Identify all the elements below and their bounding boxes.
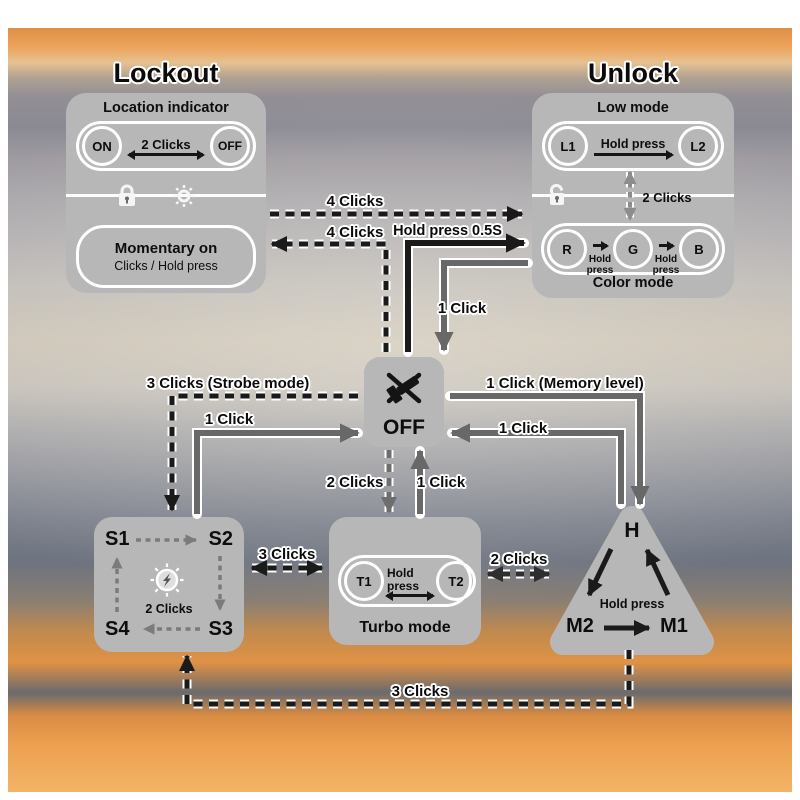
lockout-panel: Location indicator ON 2 Clicks OFF Momen…	[66, 93, 266, 293]
low-mode-pill: L1 Hold press L2	[542, 121, 724, 171]
label-memory-to-off: 1 Click	[498, 420, 548, 437]
label-off-to-memory-qualifier: (Memory level)	[538, 375, 644, 392]
momentary-subtitle: Clicks / Hold press	[114, 258, 218, 273]
state-s3-node: S3	[208, 618, 233, 640]
unlock-title: Unlock	[587, 58, 679, 88]
gb-transition: Hold press	[653, 226, 679, 276]
bidirectional-arrow	[129, 153, 203, 157]
label-lockout-to-unlock: 4 Clicks	[326, 193, 384, 210]
label-memory-to-strobe: 3 Clicks	[391, 683, 449, 700]
state-on-node: ON	[82, 126, 122, 166]
state-m2-node: M2	[566, 615, 594, 637]
momentary-pill: Momentary on Clicks / Hold press	[76, 225, 256, 288]
label-off-to-lockout: 4 Clicks	[326, 224, 384, 241]
label-off-to-low: Hold press 0.5S	[393, 223, 502, 239]
unlock-panel: Low mode L1 Hold press L2 2 Clicks R Hol…	[532, 93, 734, 298]
label-low-to-off: 1 Click	[437, 300, 487, 317]
state-t2-node: T2	[436, 561, 476, 601]
state-g-node: G	[613, 229, 653, 269]
low-mode-subtitle: Low mode	[597, 100, 669, 116]
strobe-panel: S1 S2 S3 S4 2 Clicks	[94, 517, 244, 652]
color-mode-pill: R Hold press G Hold press B	[541, 223, 725, 276]
state-off-node: OFF	[210, 126, 250, 166]
turbo-mode-label: Turbo mode	[359, 619, 451, 636]
state-s1-node: S1	[105, 528, 130, 550]
state-s4-node: S4	[105, 618, 130, 640]
unlock-divider	[532, 194, 734, 197]
label-off-to-strobe-qualifier: (Strobe mode)	[207, 375, 310, 392]
state-t1-node: T1	[344, 561, 384, 601]
label-off-to-strobe-clicks: 3 Clicks	[146, 375, 204, 392]
label-strobe-turbo: 3 Clicks	[258, 546, 316, 563]
bidirectional-arrow	[387, 594, 433, 598]
label-off-to-turbo: 2 Clicks	[326, 474, 384, 491]
turbo-panel: T1 Hold press T2 Turbo mode	[329, 517, 481, 645]
state-h-node: H	[624, 519, 640, 542]
lockout-onoff-pill: ON 2 Clicks OFF	[76, 121, 256, 171]
state-b-node: B	[679, 229, 719, 269]
turbo-action-label: Hold press	[387, 565, 420, 593]
state-l1-node: L1	[548, 126, 588, 166]
state-r-node: R	[547, 229, 587, 269]
gb-action-label: Hold press	[652, 254, 680, 276]
state-s2-node: S2	[208, 528, 233, 550]
right-arrow	[594, 153, 672, 157]
rg-action-label: Hold press	[586, 254, 614, 276]
label-off-to-memory-clicks: 1 Click	[486, 375, 535, 392]
lockout-subtitle: Location indicator	[103, 100, 229, 116]
lockout-divider	[66, 194, 266, 197]
lockout-toggle-label: 2 Clicks	[141, 136, 191, 152]
right-arrow	[659, 244, 673, 247]
low-action-label: Hold press	[600, 136, 666, 151]
state-m1-node: M1	[660, 615, 688, 637]
off-node: OFF	[364, 357, 444, 447]
mode-toggle-label: 2 Clicks	[642, 190, 692, 205]
label-off-to-memory: 1 Click (Memory level)	[450, 375, 680, 393]
off-label: OFF	[383, 416, 425, 439]
turbo-pill: T1 Hold press T2	[338, 555, 476, 607]
label-turbo-to-off: 1 Click	[416, 474, 466, 491]
rg-transition: Hold press	[587, 226, 613, 276]
right-arrow	[593, 244, 607, 247]
label-strobe-to-off: 1 Click	[204, 411, 254, 428]
lockout-title: Lockout	[113, 58, 219, 88]
label-turbo-memory: 2 Clicks	[490, 551, 548, 568]
strobe-cycle-label: 2 Clicks	[145, 602, 193, 616]
state-l2-node: L2	[678, 126, 718, 166]
momentary-title: Momentary on	[114, 239, 218, 257]
memory-action-label: Hold press	[599, 597, 665, 611]
label-off-to-strobe: 3 Clicks (Strobe mode)	[112, 375, 344, 393]
color-mode-label: Color mode	[592, 275, 674, 291]
